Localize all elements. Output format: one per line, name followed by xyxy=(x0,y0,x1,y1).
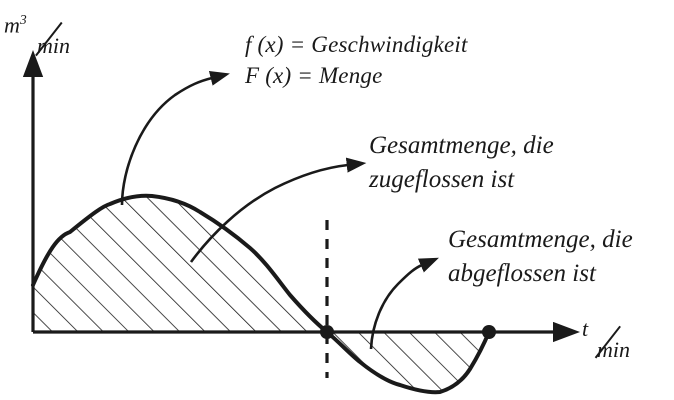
x-axis-label-numerator: t xyxy=(582,316,589,341)
function-curve xyxy=(31,193,491,395)
y-axis-exponent: 3 xyxy=(19,12,27,27)
equation-line-2: F (x) = Menge xyxy=(245,63,383,88)
y-axis-label-denominator: min xyxy=(37,33,70,58)
x-axis-label-denominator: min xyxy=(597,337,630,362)
zero-crossing-dot-2 xyxy=(482,325,496,339)
inflow-note-line-2: zugeflossen ist xyxy=(369,166,515,193)
leader-arrow-outflow xyxy=(369,257,439,350)
outflow-note-line-1: Gesamtmenge, die xyxy=(448,226,633,253)
inflow-note-line-1: Gesamtmenge, die xyxy=(369,132,554,159)
y-axis-label: m3 min xyxy=(4,8,100,66)
x-axis-label: t min xyxy=(575,314,671,372)
outflow-note-line-2: abgeflossen ist xyxy=(448,260,596,287)
zero-crossing-dot-1 xyxy=(320,325,334,339)
equation-line-1: f (x) = Geschwindigkeit xyxy=(245,32,468,57)
y-axis-label-numerator: m3 xyxy=(4,12,27,38)
leader-arrow-equations xyxy=(120,71,230,206)
leader-arrow-inflow xyxy=(189,157,367,263)
